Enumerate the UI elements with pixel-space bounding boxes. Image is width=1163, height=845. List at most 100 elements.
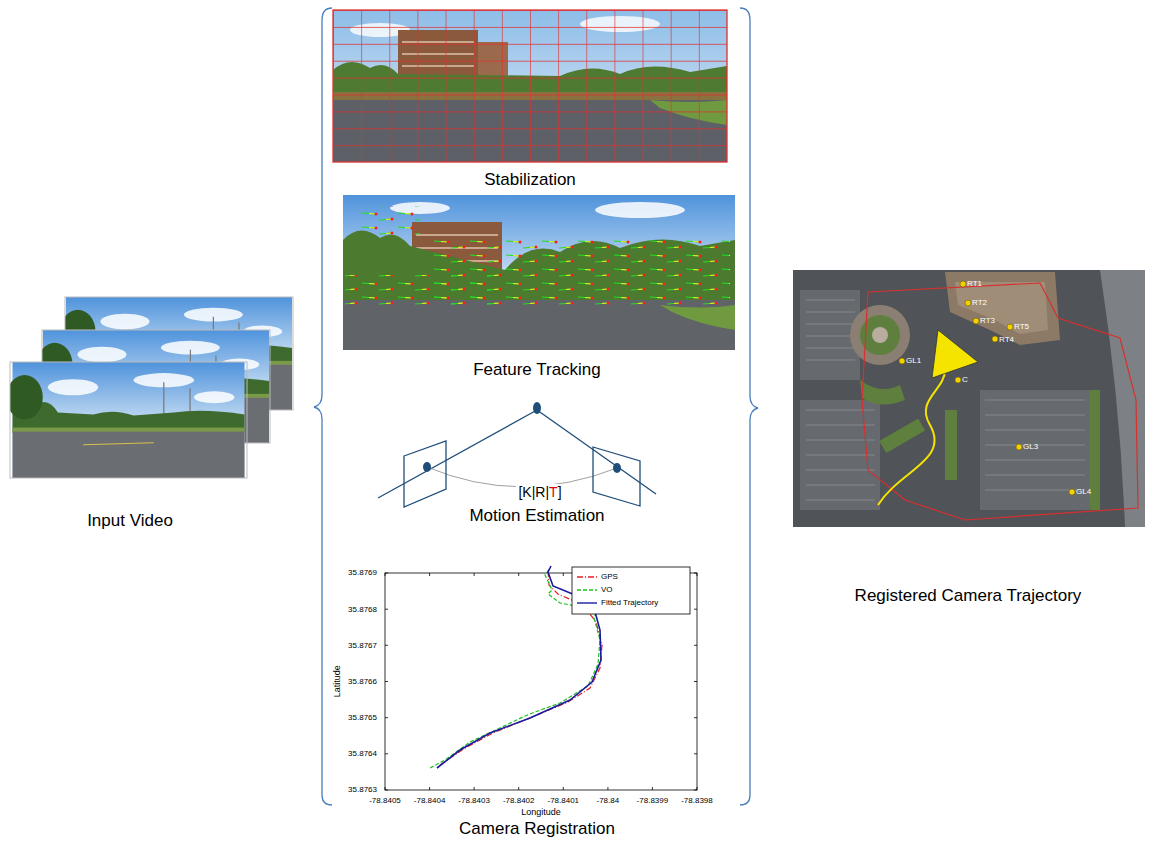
aerial-map [1007, 324, 1013, 330]
legend-sample [577, 576, 597, 577]
projection-matrix: [K|R|T] [516, 484, 563, 500]
tick-label: 35.8767 [348, 641, 377, 650]
video-frames [10, 362, 247, 478]
map-marker-label: RT3 [980, 316, 995, 325]
camera-geometry [537, 410, 656, 494]
aerial-map [973, 318, 979, 324]
legend-sample [577, 589, 597, 590]
aerial-map [878, 370, 945, 505]
aerial-map [793, 270, 1145, 527]
feature-tracking-image [343, 195, 735, 350]
map-marker-label: GL1 [906, 356, 921, 365]
matrix-symbol: | [545, 484, 549, 500]
aerial-map [862, 283, 1138, 520]
panel-caption: Camera Registration [456, 818, 618, 840]
panel-caption: Registered Camera Trajectory [852, 585, 1085, 607]
matrix-symbol: K [522, 484, 531, 500]
aerial-map [850, 305, 910, 365]
matrix-symbol: [ [518, 484, 522, 500]
feature-tracking-image [595, 202, 685, 218]
map-marker-label: RT5 [1014, 322, 1029, 331]
camera-geometry [613, 463, 621, 473]
map-marker-label: GL4 [1076, 487, 1091, 496]
aerial-map [1090, 390, 1100, 510]
trajectory-plot [572, 567, 690, 614]
stabilization-image [333, 10, 727, 162]
map-marker-label: RT2 [972, 298, 987, 307]
aerial-map [899, 281, 1075, 495]
aerial-map [793, 270, 1145, 527]
stabilization-image [333, 10, 727, 162]
aerial-map [932, 330, 978, 378]
curly-brace [314, 8, 758, 805]
matrix-symbol: R [535, 484, 545, 500]
camera-geometry [378, 410, 537, 498]
caption-text: Motion Estimation [469, 506, 604, 526]
tick-label: -78.8402 [503, 796, 535, 805]
feature-tracking-image [345, 275, 495, 305]
feature-tracking-image [360, 206, 420, 236]
feature-tracking-image [343, 195, 735, 350]
trajectory-plot [385, 573, 697, 790]
panel-caption: Motion Estimation [466, 505, 607, 527]
caption-text: Input Video [87, 511, 173, 531]
panel-caption: Input Video [84, 510, 176, 532]
tick-label: -78.8403 [458, 796, 490, 805]
camera-geometry [378, 402, 656, 507]
trajectory-plot [385, 573, 697, 790]
camera-geometry [533, 402, 541, 414]
trajectory-plot [385, 566, 697, 790]
aerial-map [1069, 489, 1075, 495]
tick-label: 35.8763 [348, 785, 377, 794]
aerial-map [879, 418, 925, 453]
caption-text: Camera Registration [459, 819, 615, 839]
tick-label: 35.8766 [348, 677, 377, 686]
aerial-map [899, 358, 905, 364]
matrix-symbol: ] [558, 484, 562, 500]
aerial-map [860, 380, 905, 405]
aerial-map [945, 272, 1060, 345]
tick-label: 35.8764 [348, 749, 377, 758]
aerial-map [955, 377, 961, 383]
tick-label: -78.8405 [369, 796, 401, 805]
aerial-map [980, 390, 1090, 510]
stabilization-image [333, 10, 727, 162]
camera-geometry [593, 447, 640, 506]
panel-caption: Feature Tracking [470, 359, 604, 381]
aerial-map [960, 281, 966, 287]
axis-title: Longitude [521, 807, 561, 817]
aerial-map [945, 410, 957, 480]
caption-text: Feature Tracking [473, 360, 601, 380]
axis-title: Latitude [332, 665, 342, 697]
aerial-map [872, 327, 888, 343]
aerial-map [965, 300, 971, 306]
tick-label: 35.8765 [348, 713, 377, 722]
panel-caption: Stabilization [481, 169, 579, 191]
video-frames [6, 362, 244, 478]
map-marker-label: GL3 [1023, 442, 1038, 451]
legend-sample [577, 602, 597, 603]
curly-brace [740, 8, 758, 805]
caption-text: Stabilization [484, 170, 576, 190]
map-marker-label: RT4 [999, 335, 1014, 344]
legend-text: VO [601, 585, 613, 594]
trajectory-plot [385, 573, 697, 790]
tick-label: -78.8398 [681, 796, 713, 805]
stabilization-image [333, 10, 727, 162]
tick-label: -78.8401 [547, 796, 579, 805]
aerial-map [1016, 444, 1022, 450]
curly-brace [314, 8, 332, 805]
tick-label: -78.8399 [637, 796, 669, 805]
camera-geometry [423, 462, 431, 472]
tick-label: -78.84 [597, 796, 620, 805]
tick-label: 35.8768 [348, 605, 377, 614]
video-frames [6, 297, 293, 478]
camera-geometry [404, 441, 446, 507]
feature-tracking-image [660, 305, 735, 330]
map-marker-label: C [962, 375, 968, 384]
aerial-map [992, 336, 998, 342]
matrix-symbol: T [549, 484, 558, 500]
